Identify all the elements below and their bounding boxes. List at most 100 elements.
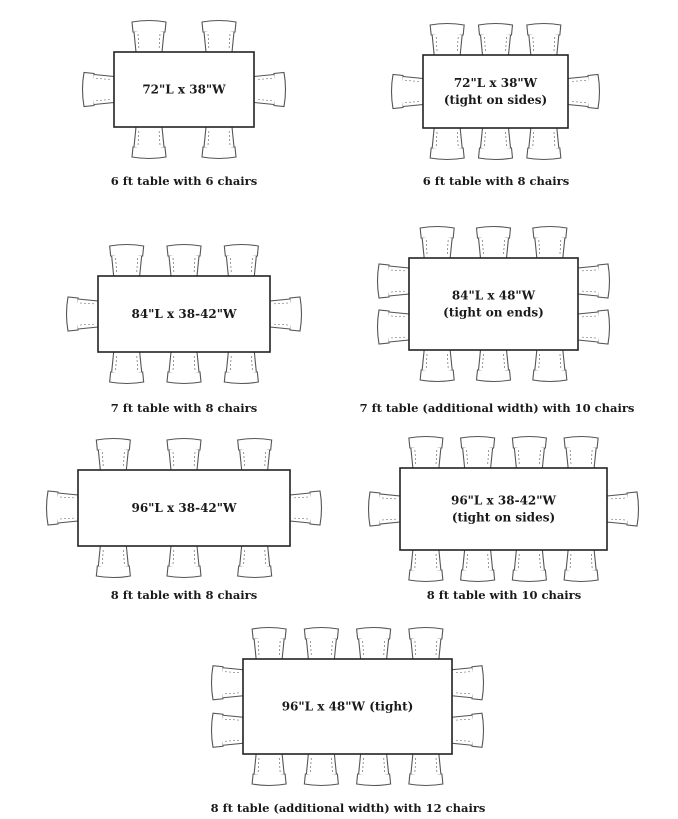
chairs (390, 22, 601, 161)
table-top (399, 467, 608, 551)
chair (303, 753, 339, 787)
chair (223, 243, 259, 277)
chair (269, 296, 303, 332)
chair (210, 665, 244, 701)
chair (201, 19, 237, 53)
chair (289, 490, 323, 526)
chair (606, 491, 640, 527)
table-layout-2: 72"L x 38"W (tight on sides) 6 ft table wi… (390, 22, 601, 188)
chair (477, 22, 514, 56)
table-dimensions: 96"L x 48"W (tight) (282, 700, 414, 714)
chair (166, 243, 202, 277)
chair (166, 437, 202, 471)
chair (356, 753, 392, 787)
chair (166, 351, 202, 385)
table-layout-4: 84"L x 48"W (tight on ends) 7 ft table (ad… (360, 225, 635, 415)
chair (567, 73, 601, 110)
chair (356, 626, 392, 660)
chair (577, 309, 611, 345)
chair (475, 349, 512, 383)
table-layout-3: 84"L x 38-42"W 7 ft table with 8 chairs (65, 243, 303, 415)
chair (166, 545, 202, 579)
table-top (77, 469, 291, 547)
chair (532, 349, 568, 383)
chair (210, 712, 244, 748)
table-dimensions: 96"L x 38-42"W (451, 494, 557, 508)
chair (526, 127, 562, 161)
chair (45, 490, 79, 526)
chair (251, 753, 287, 787)
chair (109, 243, 145, 277)
chairs (367, 435, 640, 583)
chair (65, 296, 99, 332)
chair (429, 22, 465, 56)
chair (419, 225, 455, 259)
chair (376, 263, 410, 299)
chair (109, 351, 145, 385)
chair (408, 549, 444, 583)
chair (408, 435, 444, 469)
chair (477, 127, 514, 161)
table-dimensions: 84"L x 48"W (452, 289, 536, 303)
table-dimensions: (tight on sides) (444, 93, 547, 107)
chair (303, 626, 339, 660)
chair (577, 263, 611, 299)
chairs (65, 243, 303, 385)
chair (526, 22, 562, 56)
chair (237, 437, 273, 471)
chair (532, 225, 568, 259)
table-dimensions: 96"L x 38-42"W (131, 501, 237, 515)
chair (367, 491, 401, 527)
chair (475, 225, 512, 259)
table-top (97, 275, 271, 353)
table-caption: 8 ft table with 10 chairs (427, 588, 581, 602)
chair (95, 545, 131, 579)
chair (390, 73, 424, 110)
table-dimensions: 84"L x 38-42"W (131, 307, 237, 321)
chair (460, 549, 496, 583)
chair (251, 626, 287, 660)
table-dimensions: (tight on ends) (443, 306, 544, 320)
chair (131, 19, 167, 53)
chair (429, 127, 465, 161)
chair (408, 753, 444, 787)
chair (81, 71, 115, 108)
chairs (376, 225, 611, 383)
table-top (242, 658, 453, 755)
table-top (422, 54, 569, 129)
table-dimensions: 72"L x 38"W (454, 76, 538, 90)
table-caption: 7 ft table with 8 chairs (111, 401, 257, 415)
table-layout-1: 72"L x 38"W 6 ft table with 6 chairs (81, 19, 287, 188)
chair (511, 549, 547, 583)
chair (201, 126, 237, 160)
chair (95, 437, 131, 471)
table-top (408, 257, 579, 351)
chair (563, 435, 599, 469)
table-dimensions: (tight on sides) (452, 511, 555, 525)
chair (460, 435, 496, 469)
chair (253, 71, 287, 108)
chair (511, 435, 547, 469)
chair (419, 349, 455, 383)
chair (131, 126, 167, 160)
chairs (81, 19, 287, 160)
chair (376, 309, 410, 345)
table-layout-7: 96"L x 48"W (tight) 8 ft table (additiona… (210, 626, 486, 815)
chairs (210, 626, 485, 787)
table-caption: 8 ft table (additional width) with 12 ch… (211, 801, 486, 815)
chair (563, 549, 599, 583)
chair (223, 351, 259, 385)
table-top (113, 51, 255, 128)
chairs (45, 437, 323, 579)
table-dimensions: 72"L x 38"W (142, 83, 226, 97)
table-caption: 6 ft table with 6 chairs (111, 174, 257, 188)
chair (451, 665, 485, 701)
chair (408, 626, 444, 660)
chair (451, 712, 485, 748)
table-layout-6: 96"L x 38-42"W (tight on sides) 8 ft table… (367, 435, 640, 602)
table-caption: 6 ft table with 8 chairs (423, 174, 569, 188)
table-layout-5: 96"L x 38-42"W 8 ft table with 8 chairs (45, 437, 323, 602)
table-caption: 8 ft table with 8 chairs (111, 588, 257, 602)
table-caption: 7 ft table (additional width) with 10 ch… (360, 401, 635, 415)
